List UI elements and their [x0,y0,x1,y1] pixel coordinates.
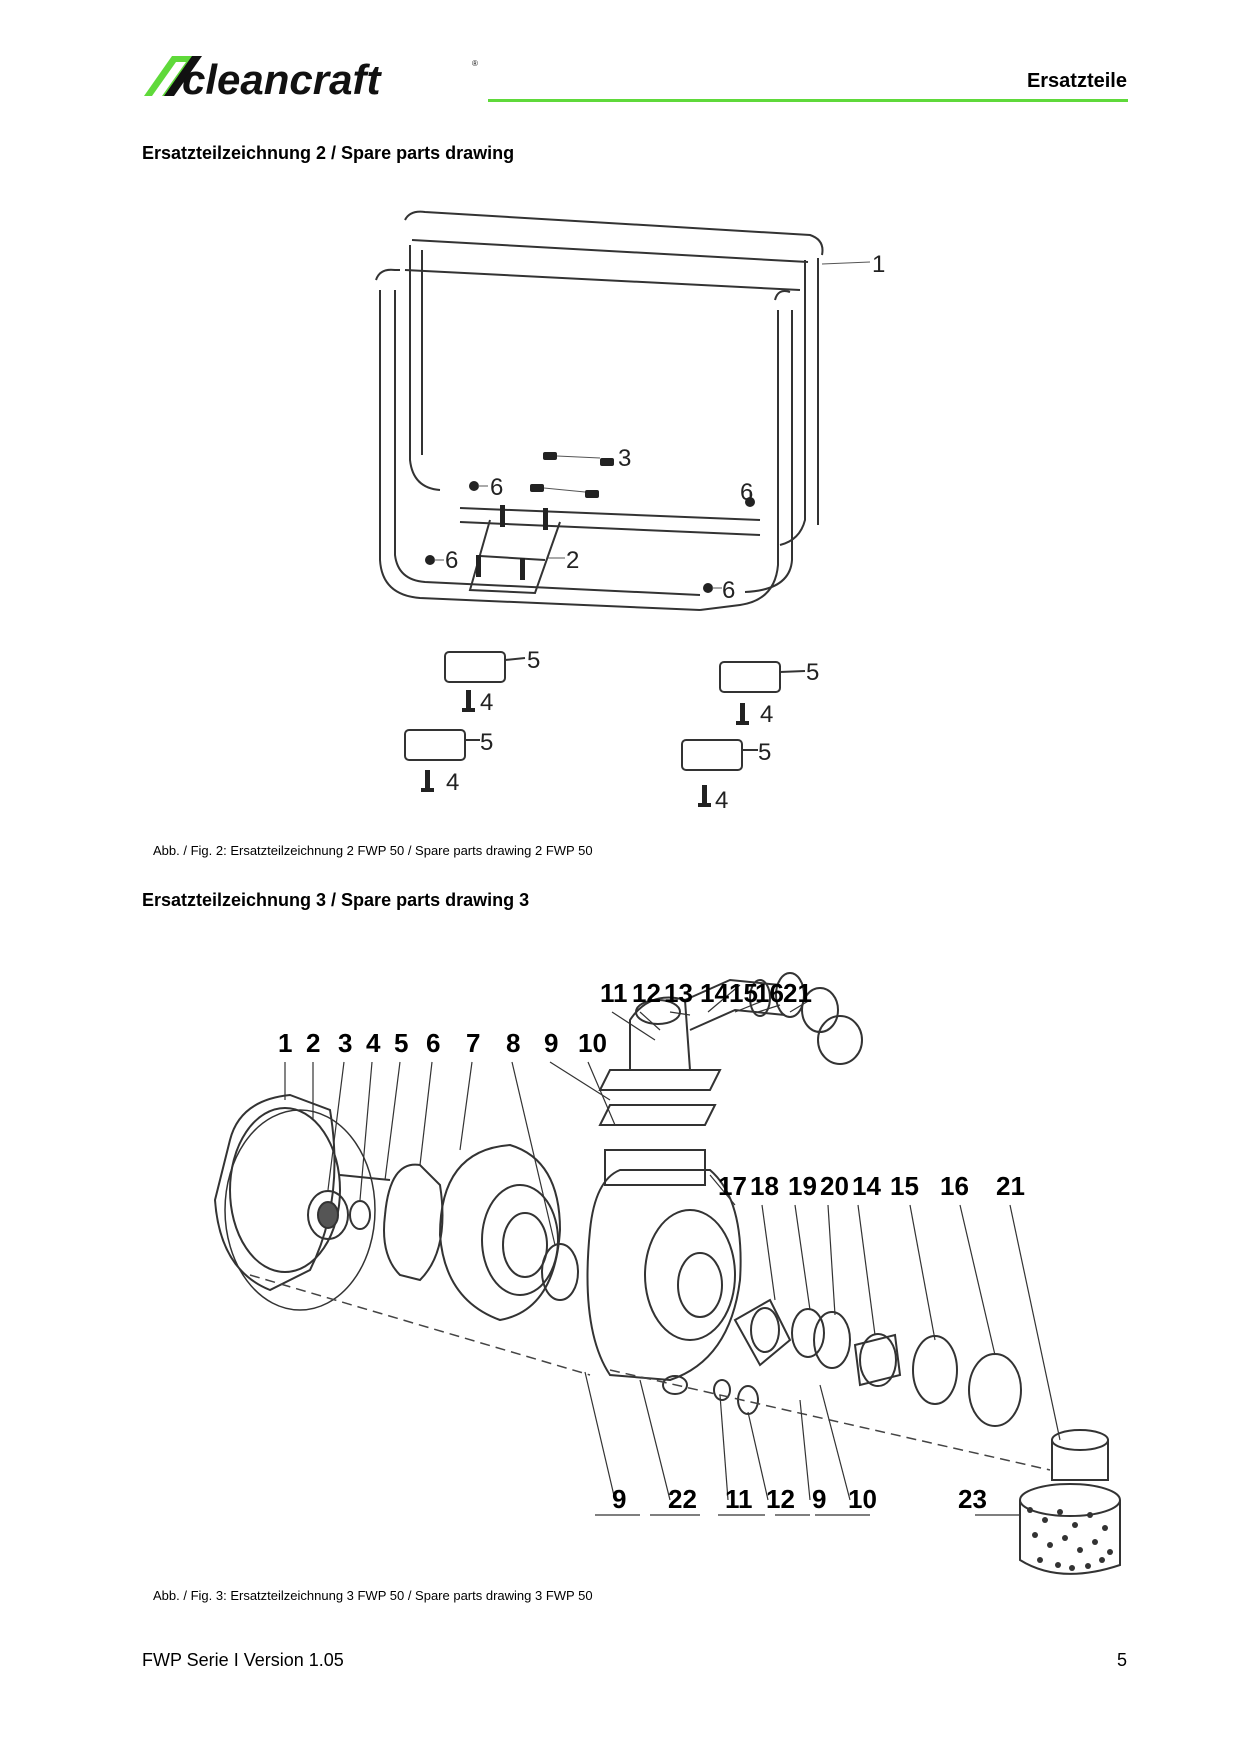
callout-4b: 4 [760,701,773,728]
callout-left-10: 10 [578,1028,607,1058]
callout-top-16: 16 [755,978,784,1008]
callout-left-2: 2 [306,1028,320,1058]
callout-bottom-9b: 9 [812,1484,826,1514]
page-number: 5 [1116,1650,1127,1670]
pump-drawing [213,972,1121,1575]
callout-bottom-9: 9 [612,1484,626,1514]
caption-fig-3: Abb. / Fig. 3: Ersatzteilzeichnung 3 FWP… [153,1588,593,1603]
callout-mid-19: 19 [788,1171,817,1201]
callout-5c: 5 [480,729,493,756]
callout-5a: 5 [527,647,540,674]
callouts-drawing-2: 1 3 6 6 2 6 6 5 4 5 4 5 4 5 4 [445,251,885,814]
callout-left-3: 3 [338,1028,352,1058]
callout-top-12: 12 [632,978,661,1008]
header-rule [488,99,1128,102]
callout-6c: 6 [445,547,458,574]
callout-top-15: 15 [729,978,758,1008]
callout-6b: 6 [740,479,753,506]
callout-4c: 4 [446,769,459,796]
callout-6d: 6 [722,577,735,604]
callout-bottom-10: 10 [848,1484,877,1514]
callout-left-4: 4 [366,1028,381,1058]
callout-5b: 5 [806,659,819,686]
callouts-drawing-3: 11 12 13 14 15 16 21 1 2 3 4 5 6 7 8 9 1… [278,978,1025,1514]
frame-drawing [375,210,824,611]
caption-fig-2: Abb. / Fig. 2: Ersatzteilzeichnung 2 FWP… [153,843,593,858]
callout-top-13: 13 [664,978,693,1008]
callout-left-9: 9 [544,1028,558,1058]
callout-4a: 4 [480,689,493,716]
callout-top-21: 21 [783,978,812,1008]
callout-top-14: 14 [700,978,729,1008]
callout-bottom-12: 12 [766,1484,795,1514]
callout-left-7: 7 [466,1028,480,1058]
section-title-2: Ersatzteilzeichnung 2 / Spare parts draw… [142,143,515,163]
callout-left-6: 6 [426,1028,440,1058]
callout-left-1: 1 [278,1028,292,1058]
section-title-3: Ersatzteilzeichnung 3 / Spare parts draw… [142,890,530,910]
spare-parts-drawing-3: 11 12 13 14 15 16 21 1 2 3 4 5 6 7 8 9 1… [213,972,1121,1575]
callout-6a: 6 [490,474,503,501]
spare-parts-drawing-2: 1 3 6 6 2 6 6 5 4 5 4 5 4 5 4 [375,210,885,814]
logo-mark [144,56,202,96]
logo-text: cleancraft [182,56,382,103]
cleancraft-logo: cleancraft ® [144,56,478,103]
callout-bottom-11: 11 [725,1484,753,1514]
callout-mid-16: 16 [940,1171,969,1201]
header-title: Ersatzteile [1026,70,1127,92]
fasteners [425,452,755,593]
callout-mid-15: 15 [890,1171,919,1201]
svg-text:®: ® [472,59,478,68]
callout-mid-14: 14 [852,1171,881,1201]
callout-mid-18: 18 [750,1171,779,1201]
callout-bottom-22: 22 [668,1484,697,1514]
callout-mid-21: 21 [996,1171,1025,1201]
callout-5d: 5 [758,739,771,766]
rubber-feet [404,651,806,771]
callout-mid-20: 20 [820,1171,849,1201]
callout-top-11: 11 [600,978,628,1008]
callout-2: 2 [566,547,579,574]
callout-4d: 4 [715,787,728,814]
callout-left-5: 5 [394,1028,408,1058]
callout-bottom-23: 23 [958,1484,987,1514]
callout-left-8: 8 [506,1028,520,1058]
callout-1: 1 [872,251,885,278]
footer-version: FWP Serie I Version 1.05 [142,1650,344,1670]
callout-3: 3 [618,445,631,472]
callout-mid-17: 17 [718,1171,747,1201]
